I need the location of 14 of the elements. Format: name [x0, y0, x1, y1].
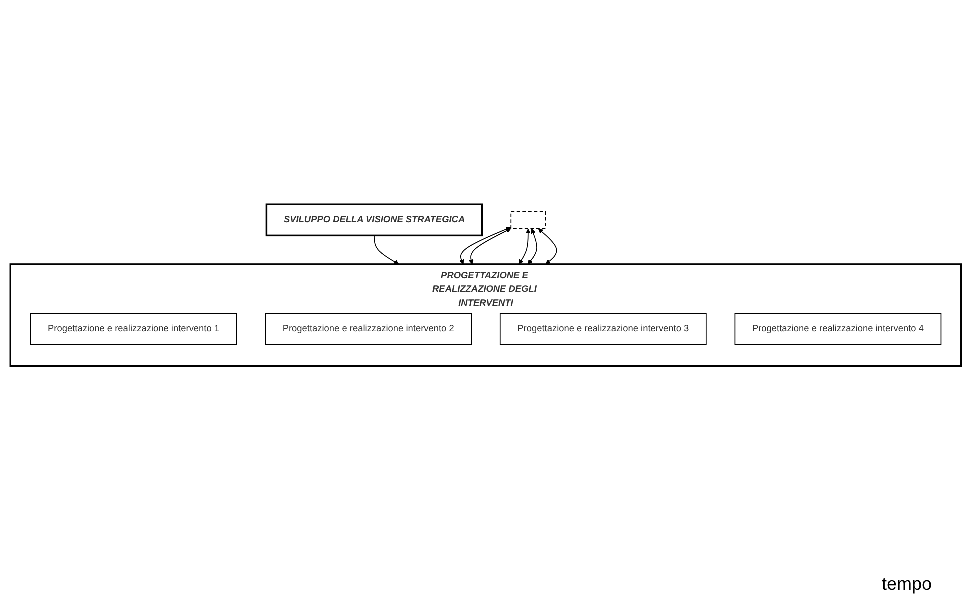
node-box: [500, 312, 707, 345]
arrow: [374, 234, 400, 264]
arrow: [528, 228, 538, 264]
node-box: [265, 312, 472, 345]
node-box: [734, 312, 942, 345]
arrow: [459, 226, 512, 264]
node-box: [30, 312, 238, 345]
axis-label: tempo: [882, 574, 932, 594]
arrow: [538, 228, 558, 264]
arrow: [518, 228, 531, 264]
arrow: [468, 228, 512, 264]
cluster: [10, 263, 962, 367]
node-box: [266, 203, 484, 236]
node-box: [510, 210, 546, 229]
